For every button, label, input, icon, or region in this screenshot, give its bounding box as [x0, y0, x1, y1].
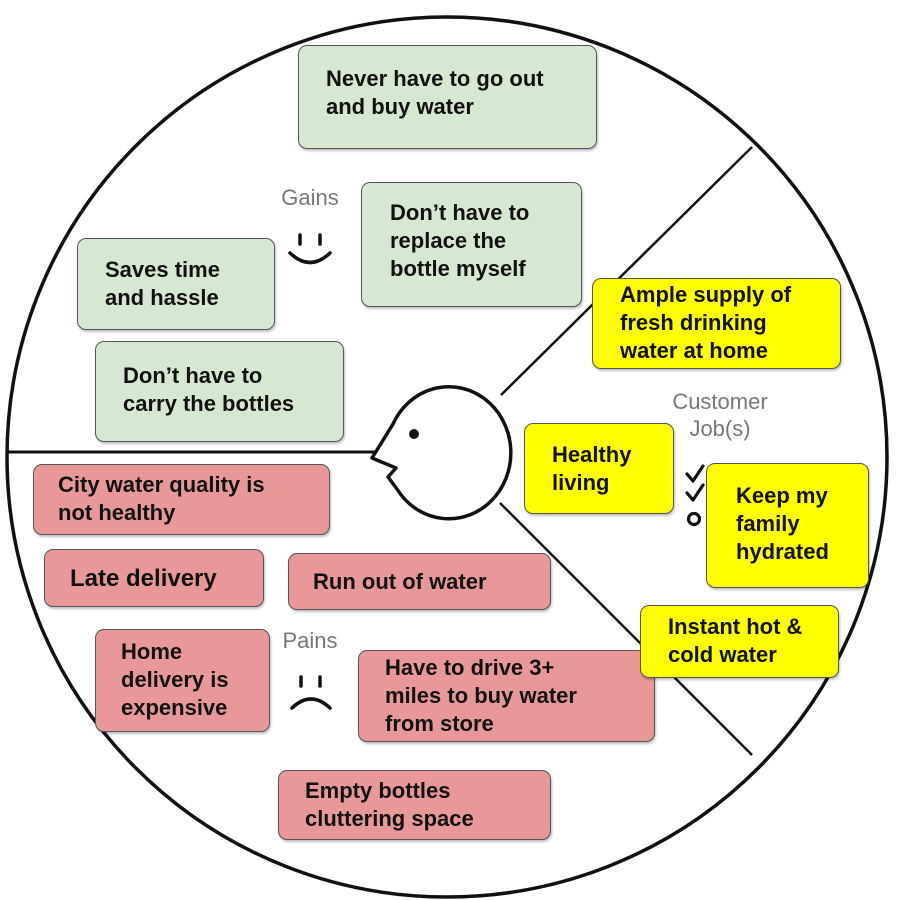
customer-jobs-label: Customer Job(s) — [672, 389, 768, 441]
profile-circle — [5, 15, 889, 899]
gain-note-replace-bottle: Don’t have to replace the bottle myself — [361, 182, 582, 307]
sad-face-icon — [290, 675, 332, 710]
job-note-hot-cold-water: Instant hot & cold water — [640, 605, 839, 678]
job-note-ample-supply: Ample supply of fresh drinking water at … — [592, 278, 841, 369]
job-note-hydrated: Keep my family hydrated — [706, 463, 869, 588]
job-note-healthy-living: Healthy living — [524, 423, 674, 514]
pains-label: Pains — [282, 628, 338, 653]
pain-note-drive-to-store: Have to drive 3+ miles to buy water from… — [358, 650, 655, 742]
pains-jobs-divider — [499, 502, 753, 756]
gains-label: Gains — [281, 185, 339, 210]
checklist-icon — [685, 464, 705, 527]
gain-note-saves-time: Saves time and hassle — [77, 238, 275, 330]
gain-note-never-buy-water: Never have to go out and buy water — [298, 45, 597, 149]
pain-note-empty-bottles: Empty bottles cluttering space — [278, 770, 551, 840]
customer-head-icon — [370, 385, 513, 521]
pain-note-home-delivery: Home delivery is expensive — [95, 629, 270, 732]
pain-note-late-delivery: Late delivery — [44, 549, 264, 607]
pain-note-run-out: Run out of water — [288, 553, 551, 610]
gain-note-carry-bottles: Don’t have to carry the bottles — [95, 341, 344, 442]
pain-note-water-quality: City water quality is not healthy — [33, 464, 330, 535]
gains-jobs-divider — [500, 146, 753, 396]
smiley-face-icon — [288, 233, 332, 265]
